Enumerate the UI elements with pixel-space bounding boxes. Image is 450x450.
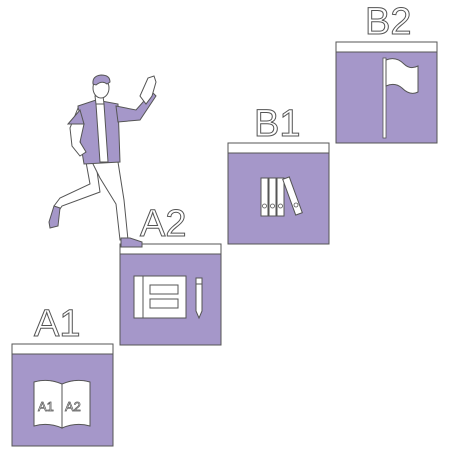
- open-book-icon: A1 A2: [33, 379, 91, 429]
- level-label-a1: A1: [34, 303, 80, 345]
- notebook-pencil-icon: [133, 275, 203, 320]
- step-a1-ledge: [11, 343, 114, 355]
- step-b2: B2: [335, 1, 438, 144]
- step-b2-ledge: [335, 41, 438, 53]
- book-page-left-text: A1: [38, 399, 54, 414]
- back-shoe: [48, 205, 61, 229]
- level-label-b1: B1: [254, 103, 300, 145]
- climbing-person: [48, 74, 157, 248]
- flag-icon: [382, 57, 419, 139]
- book-page-right-text: A2: [65, 399, 81, 414]
- level-label-b2: B2: [365, 1, 411, 43]
- binders-icon: [260, 176, 303, 217]
- front-shoe: [120, 237, 143, 248]
- level-label-a2: A2: [140, 203, 186, 245]
- step-b1: B1: [227, 103, 330, 245]
- hair: [92, 74, 111, 86]
- step-b1-ledge: [227, 142, 330, 154]
- right-arm: [139, 75, 157, 105]
- step-a1: A1 A1 A2: [11, 303, 114, 447]
- front-leg: [91, 161, 129, 241]
- step-a2: A2: [119, 203, 222, 346]
- back-leg: [53, 161, 101, 213]
